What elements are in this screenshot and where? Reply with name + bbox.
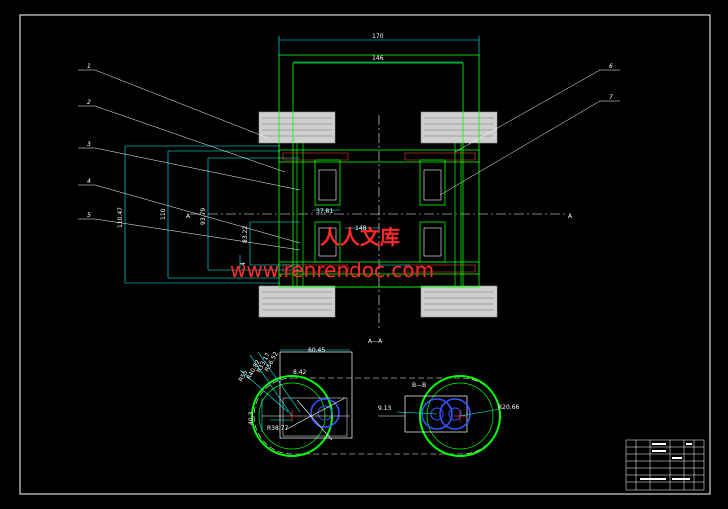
drawing-border xyxy=(19,14,711,495)
dim-40-3: 40.3 xyxy=(248,411,255,425)
tire-top-left xyxy=(258,111,336,144)
section-label-aa: A—A xyxy=(368,338,383,345)
tire-bottom-left xyxy=(258,285,336,318)
dim-r38-77: R38.77 xyxy=(267,425,289,432)
dim-r55: R55 xyxy=(238,369,250,383)
dim-110: 110 xyxy=(160,208,167,220)
dim-83-22: 83.22 xyxy=(242,226,249,243)
watermark-url: www.renrendoc.com xyxy=(230,258,434,282)
tire-bottom-right xyxy=(420,285,498,318)
tire-top-right xyxy=(420,111,498,144)
leader-label-2: 2 xyxy=(87,99,91,106)
dim-146: 146 xyxy=(372,55,384,62)
leader-label-1: 1 xyxy=(87,63,91,70)
section-view: A—A B—B xyxy=(238,338,520,457)
leader-label-6: 6 xyxy=(609,63,613,70)
dim-4: 4 xyxy=(240,262,247,266)
leader-label-4: 4 xyxy=(87,178,91,185)
section-mark-a-left: A xyxy=(186,213,191,220)
section-mark-a-right: A xyxy=(568,213,573,220)
dim-148: 148 xyxy=(355,225,367,232)
dim-93-79: 93.79 xyxy=(200,208,207,225)
dim-170: 170 xyxy=(372,33,384,40)
top-view: A A xyxy=(78,33,620,330)
leader-label-3: 3 xyxy=(87,141,91,148)
watermark-cn: 人人文库 xyxy=(320,225,400,249)
dim-37-81: 37.81 xyxy=(316,208,333,215)
dim-r20-66: R20.66 xyxy=(498,404,520,411)
wheel-right xyxy=(419,375,501,457)
leader-label-7: 7 xyxy=(609,94,613,101)
dim-110-47: 110.47 xyxy=(117,207,124,228)
title-block xyxy=(625,439,705,491)
leader-label-5: 5 xyxy=(87,212,91,219)
dim-9-13: 9.13 xyxy=(378,405,392,412)
section-label-bb: B—B xyxy=(412,382,426,389)
dim-60-45: 60.45 xyxy=(308,347,325,354)
dim-8-42: 8.42 xyxy=(293,369,307,376)
